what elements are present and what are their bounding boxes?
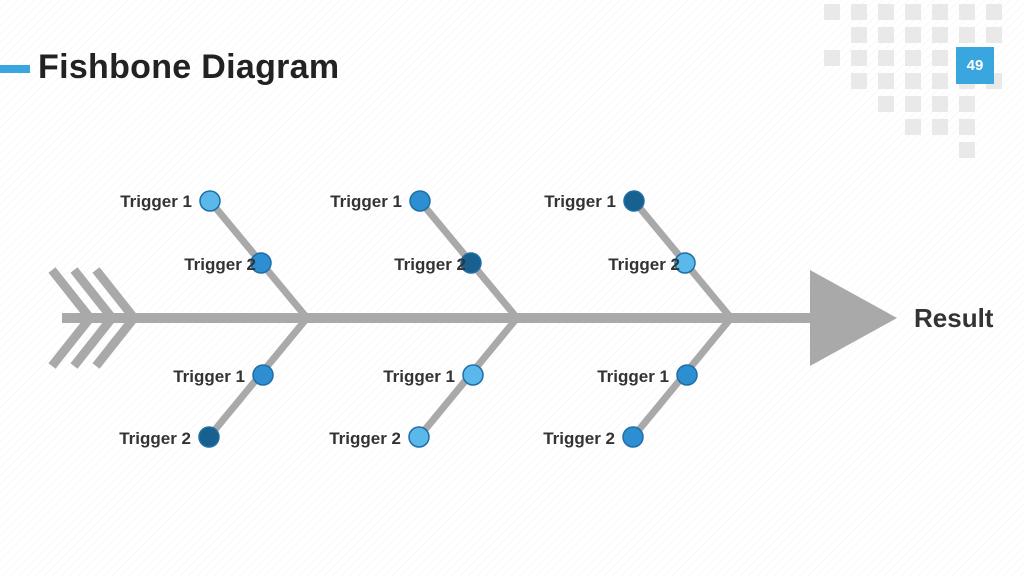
decorative-square <box>851 4 867 20</box>
decorative-square <box>905 50 921 66</box>
decorative-square <box>905 73 921 89</box>
bottom-trigger-node <box>198 426 220 448</box>
decorative-square <box>959 142 975 158</box>
decorative-square <box>932 119 948 135</box>
nodes-layer <box>198 190 698 448</box>
bottom-trigger-label: Trigger 2 <box>119 429 191 448</box>
tail-chevron <box>48 267 96 369</box>
decorative-square <box>959 27 975 43</box>
top-trigger-node <box>674 252 696 274</box>
bottom-trigger-label: Trigger 1 <box>173 367 245 386</box>
bottom-trigger-node <box>676 364 698 386</box>
bottom-trigger-label: Trigger 2 <box>543 429 615 448</box>
top-trigger-label: Trigger 1 <box>120 192 192 211</box>
arrow-head <box>810 270 897 366</box>
decorative-square <box>851 27 867 43</box>
decorative-square <box>824 50 840 66</box>
result-label: Result <box>914 303 994 333</box>
page-title: Fishbone Diagram <box>38 48 340 86</box>
top-trigger-node <box>623 190 645 212</box>
top-trigger-label: Trigger 1 <box>544 192 616 211</box>
bottom-trigger-label: Trigger 1 <box>597 367 669 386</box>
page-number-badge: 49 <box>956 47 994 84</box>
bottom-trigger-node <box>408 426 430 448</box>
bottom-trigger-node <box>462 364 484 386</box>
top-trigger-label: Trigger 2 <box>184 255 256 274</box>
decorative-square <box>878 4 894 20</box>
decorative-square <box>905 119 921 135</box>
decorative-square <box>959 119 975 135</box>
decorative-square <box>851 50 867 66</box>
decorative-square <box>932 4 948 20</box>
decorative-square <box>878 50 894 66</box>
decorative-square <box>959 4 975 20</box>
decorative-square <box>905 27 921 43</box>
decorative-square <box>959 96 975 112</box>
decorative-square <box>986 4 1002 20</box>
bottom-trigger-node <box>622 426 644 448</box>
decorative-square <box>878 96 894 112</box>
decorative-square <box>905 4 921 20</box>
decorative-square <box>905 96 921 112</box>
decorative-square <box>932 50 948 66</box>
top-trigger-node <box>199 190 221 212</box>
bottom-trigger-node <box>252 364 274 386</box>
bottom-trigger-label: Trigger 2 <box>329 429 401 448</box>
decorative-square <box>932 27 948 43</box>
decorative-square <box>878 73 894 89</box>
decorative-square <box>986 27 1002 43</box>
top-trigger-node <box>460 252 482 274</box>
bones-layer <box>48 197 897 441</box>
bottom-trigger-label: Trigger 1 <box>383 367 455 386</box>
decorative-square <box>932 73 948 89</box>
top-trigger-label: Trigger 2 <box>394 255 466 274</box>
tail-chevron <box>70 267 118 369</box>
top-trigger-node <box>250 252 272 274</box>
decorative-square <box>878 27 894 43</box>
top-trigger-node <box>409 190 431 212</box>
decorative-square <box>824 4 840 20</box>
tail-chevron <box>92 267 140 369</box>
title-accent-bar <box>0 65 30 73</box>
top-trigger-label: Trigger 2 <box>608 255 680 274</box>
decorative-square <box>851 73 867 89</box>
top-trigger-label: Trigger 1 <box>330 192 402 211</box>
decorative-square <box>932 96 948 112</box>
